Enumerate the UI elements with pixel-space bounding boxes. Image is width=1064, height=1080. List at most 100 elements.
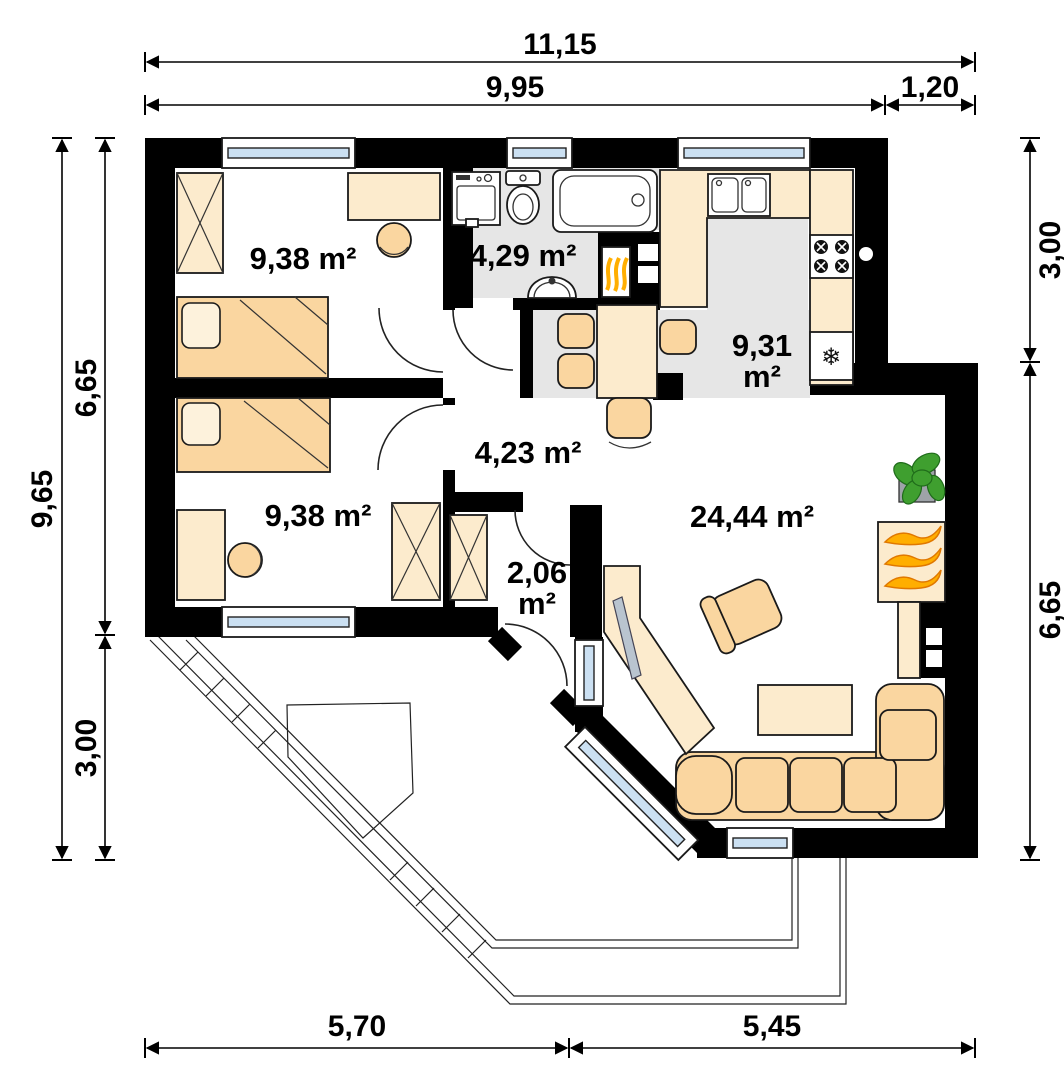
chimney-inset-1: [638, 244, 658, 261]
kitchen-sink: [707, 173, 771, 217]
dining-chair-right: [659, 319, 697, 355]
label-living-area: 24,44 m²: [690, 499, 814, 534]
dim-label-top-main: 9,95: [486, 71, 544, 104]
label-vestibule-area-unit: m²: [518, 586, 556, 621]
room-labels: 9,38 m² 4,29 m² 9,31 m² 4,23 m² 9,38 m² …: [250, 238, 814, 621]
wall-bedroom2-right-a: [443, 398, 455, 405]
dim-label-right-lower: 6,65: [1034, 581, 1064, 639]
terrace-inner-edge-2: [193, 635, 793, 941]
wall-vestibule-living: [570, 505, 602, 637]
door-entrance: [504, 623, 568, 687]
furniture: ❄: [176, 169, 946, 821]
niche-inset-2: [926, 650, 942, 667]
sofa-cushion-2: [789, 757, 843, 813]
dim-label-left-lower: 3,00: [70, 719, 103, 777]
dim-label-left-upper: 6,65: [70, 359, 103, 417]
coffee-table: [757, 684, 853, 736]
wall-step: [853, 363, 978, 395]
plant: [893, 452, 946, 505]
label-vestibule-area-value: 2,06: [507, 555, 567, 590]
wardrobe-bedroom1: [176, 172, 224, 274]
dim-label-top-total: 11,15: [523, 28, 596, 61]
dim-label-top-extension: 1,20: [901, 71, 959, 104]
tv-screen: [612, 596, 642, 680]
dining-chair-left-1: [557, 313, 595, 349]
wardrobe-bedroom2: [391, 502, 441, 601]
window-kitchen-north: [677, 137, 811, 169]
bed-bedroom2: [176, 397, 331, 473]
label-kitchen-area-unit: m²: [743, 359, 781, 394]
stove: [809, 234, 854, 279]
wall-kitchen-hall: [520, 298, 533, 398]
wall-vestibule-top: [443, 492, 523, 512]
washing-machine: [451, 171, 501, 228]
wall-bay-diagonal: [575, 709, 723, 858]
label-bathroom-area: 4,29 m²: [470, 238, 577, 273]
window-bay-diagonal: [563, 725, 700, 862]
dining-chair-left-2: [557, 353, 595, 389]
wall-bedroom-divider: [145, 378, 443, 398]
door-bedroom2: [377, 404, 444, 471]
wall-right-upper: [855, 138, 888, 395]
burners: [814, 240, 849, 273]
dining-chair-bottom: [606, 397, 652, 439]
stool-bedroom1: [376, 222, 412, 258]
dimension-lines: [52, 52, 1040, 1058]
stair-landing: [286, 702, 414, 839]
sofa-corner-cushion: [879, 709, 937, 761]
sofa-cushion-3: [843, 757, 897, 813]
label-hall-area: 4,23 m²: [475, 435, 582, 470]
door-vestibule: [514, 509, 571, 566]
niche-inset-1: [926, 628, 942, 645]
label-bedroom1-area: 9,38 m²: [250, 241, 357, 276]
stool-bedroom2: [227, 542, 263, 578]
door-bedroom1: [378, 307, 444, 373]
dim-label-bottom-right: 5,45: [743, 1010, 801, 1043]
windows: [221, 137, 811, 862]
label-kitchen-area-value: 9,31: [732, 328, 792, 363]
wall-entry-stub-a: [487, 626, 523, 662]
window-bay-west: [574, 639, 604, 707]
dim-label-left-total: 9,65: [26, 470, 59, 528]
wall-entry-stub-b: [549, 688, 588, 727]
sofa-cushion-1: [735, 757, 789, 813]
desk-bedroom2: [176, 509, 226, 601]
window-bedroom2-south: [221, 606, 356, 638]
armchair: [699, 578, 783, 655]
dining-table: [596, 304, 658, 399]
wardrobe-vestibule: [449, 514, 488, 601]
wall-right-lower: [945, 395, 978, 858]
label-bedroom2-area: 9,38 m²: [265, 498, 372, 533]
doors: [377, 307, 571, 687]
bed-bedroom1: [176, 296, 329, 379]
dimension-labels: 11,15 9,95 1,20 9,65 6,65 3,00 3,00 6,65…: [26, 28, 1064, 1043]
window-living-south: [726, 827, 794, 859]
chimney-inset-2: [638, 266, 658, 283]
fridge: ❄: [809, 331, 854, 381]
wall-bathroom-bottom-a: [443, 298, 455, 310]
terrace-outer-edge: [149, 639, 847, 1005]
chimney-flue: [601, 244, 658, 298]
terrace-inner-edge: [185, 639, 799, 949]
dim-label-right-upper: 3,00: [1034, 221, 1064, 279]
kitchen-floor-upper: [707, 218, 808, 310]
washbasin: [527, 276, 577, 299]
wall-vent-dot: [859, 247, 873, 261]
door-bathroom: [452, 309, 514, 371]
terrace-stairs: [149, 635, 847, 1005]
dim-label-bottom-left: 5,70: [328, 1010, 386, 1043]
fireplace: [877, 521, 946, 679]
wall-bathroom-bottom-b: [513, 298, 598, 310]
dining-set: [557, 304, 697, 449]
corner-sofa: [675, 683, 945, 821]
window-bedroom1-north: [221, 137, 356, 169]
toilet: [505, 170, 541, 225]
wall-kitchen-living-stub: [653, 373, 683, 400]
window-bathroom-north: [506, 137, 573, 169]
bathtub: [552, 169, 658, 233]
terrace-outer-edge-2: [157, 635, 841, 997]
firewood-shelf: [897, 601, 921, 679]
stair-treads-lower: [389, 861, 487, 959]
